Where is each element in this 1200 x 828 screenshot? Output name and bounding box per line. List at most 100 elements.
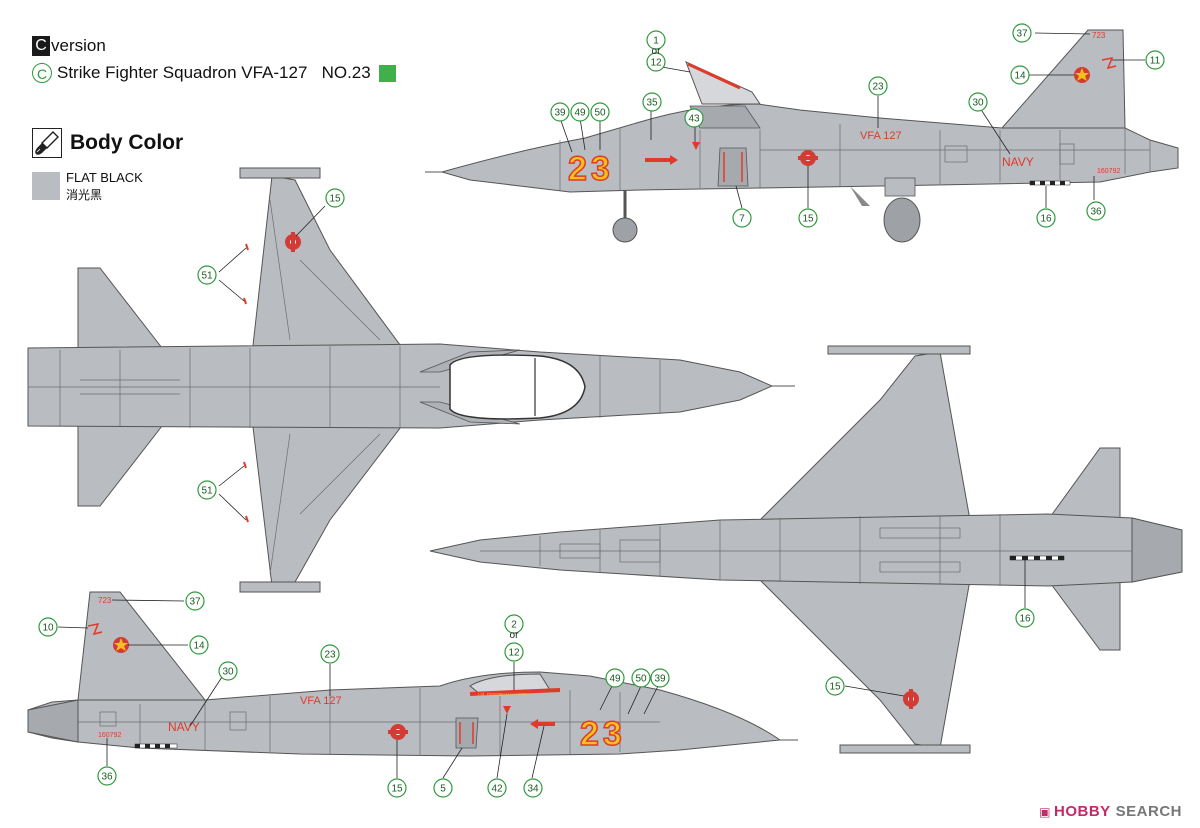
right-side-navy-text: NAVY (168, 720, 200, 734)
body-color-header: Body Color (32, 128, 183, 158)
callout-12: 12 (504, 642, 524, 662)
callout-7: 7 (732, 208, 752, 228)
bottom-view (429, 345, 1183, 754)
bottom-view-wing-lower (758, 579, 971, 749)
callout-50: 50 (631, 668, 651, 688)
callout-label: 39 (654, 674, 666, 685)
left-side-navy-text: NAVY (1002, 155, 1034, 169)
watermark-logo-icon: ▣ (1039, 804, 1051, 819)
callout-50: 50 (590, 102, 610, 122)
left-side-serial: 160792 (1097, 168, 1120, 175)
left-side-tail-stripes (1029, 180, 1071, 186)
callout-label: 15 (829, 682, 841, 693)
right-side-tail-stripes (134, 743, 178, 749)
callout-49: 49 (605, 668, 625, 688)
left-side-canopy-stripe (687, 62, 741, 90)
left-side-intake (717, 147, 749, 187)
left-side-national-insignia (798, 150, 818, 166)
callout-label: 51 (201, 486, 213, 497)
top-view-wingtip-upper (239, 167, 321, 179)
right-side-tail-number: 723 (98, 596, 112, 605)
right-side-modex: 23 (580, 715, 626, 753)
callout-10: 10 (38, 617, 58, 637)
callout-49: 49 (570, 102, 590, 122)
callout-39: 39 (550, 102, 570, 122)
callout-label: 42 (491, 784, 503, 795)
callout-label: 12 (508, 648, 520, 659)
top-view-national-insignia (285, 232, 301, 252)
version-color-marker (378, 64, 396, 82)
callout-11: 11 (1145, 50, 1165, 70)
callout-label: 14 (193, 641, 205, 652)
bottom-view-wing-upper (758, 351, 971, 521)
callout-1: 1 (646, 30, 666, 50)
left-side-view: 23 VFA 127 NAVY 723 160792 (425, 29, 1179, 243)
callout-label: 39 (554, 108, 566, 119)
callout-16: 16 (1036, 208, 1056, 228)
callout-2: 2 (504, 614, 524, 634)
version-letter-badge: C (32, 36, 50, 56)
top-view-wing-lower (249, 401, 422, 587)
callout-label: 30 (972, 98, 984, 109)
left-side-rescue-arrow (645, 155, 678, 165)
right-side-view: Ltd. DEBORAH HAYDEN (27, 591, 798, 757)
right-side-fuselage (27, 671, 782, 757)
callout-label: 15 (391, 784, 403, 795)
callout-14: 14 (1010, 65, 1030, 85)
paint-name-chinese: 消光黑 (66, 188, 103, 202)
left-side-squadron-text: VFA 127 (860, 130, 902, 142)
top-view-panel-lines (28, 199, 661, 575)
watermark-brand: HOBBY (1053, 803, 1111, 820)
right-side-tail-flash (87, 622, 103, 636)
left-side-tail-flash (1101, 56, 1117, 70)
left-side-panel-lines (559, 124, 1151, 190)
callout-label: 12 (650, 58, 662, 69)
callout-label: 23 (324, 650, 336, 661)
callout-label: 35 (646, 98, 658, 109)
bottom-view-national-insignia (903, 689, 919, 709)
callout-label: 15 (329, 194, 341, 205)
callout-36: 36 (1086, 201, 1106, 221)
bottom-view-nozzle (1131, 517, 1183, 583)
top-view-canopy (449, 354, 586, 420)
right-side-star-insignia (113, 637, 129, 653)
callout-label: 2 (511, 620, 517, 631)
left-side-warning-triangle (692, 142, 700, 150)
callout-15: 15 (825, 676, 845, 696)
callout-label: 7 (739, 214, 745, 225)
left-side-star-insignia (1074, 67, 1090, 83)
callout-or-label: or (652, 46, 662, 57)
paint-name: FLAT BLACK (66, 170, 143, 185)
callout-5: 5 (433, 778, 453, 798)
callout-label: 50 (635, 674, 647, 685)
callout-label: 16 (1019, 614, 1031, 625)
callout-label: 1 (653, 36, 659, 47)
top-view-wingtip-lower (239, 581, 321, 593)
callout-39: 39 (650, 668, 670, 688)
callout-14: 14 (189, 635, 209, 655)
callout-label: 15 (802, 214, 814, 225)
version-label: C version (32, 36, 106, 56)
callout-30: 30 (968, 92, 988, 112)
right-side-serial: 160792 (98, 732, 121, 739)
callout-label: 50 (594, 108, 606, 119)
watermark-suffix: SEARCH (1115, 803, 1182, 820)
callout-34: 34 (523, 778, 543, 798)
bottom-view-wingtip-lower (839, 744, 971, 754)
body-color-title: Body Color (70, 131, 184, 154)
left-side-tail-number: 723 (1092, 31, 1106, 40)
version-circle-badge: C (32, 63, 52, 83)
callout-35: 35 (642, 92, 662, 112)
callout-37: 37 (185, 591, 205, 611)
callout-37: 37 (1012, 23, 1032, 43)
callout-label: 37 (189, 597, 201, 608)
right-side-canopy-text: Ltd. DEBORAH HAYDEN (478, 692, 529, 697)
callout-15: 15 (325, 188, 345, 208)
callout-label: 14 (1014, 71, 1026, 82)
paint-brush-icon (32, 128, 62, 158)
callout-23: 23 (320, 644, 340, 664)
callout-label: 16 (1040, 214, 1052, 225)
callout-15: 15 (798, 208, 818, 228)
